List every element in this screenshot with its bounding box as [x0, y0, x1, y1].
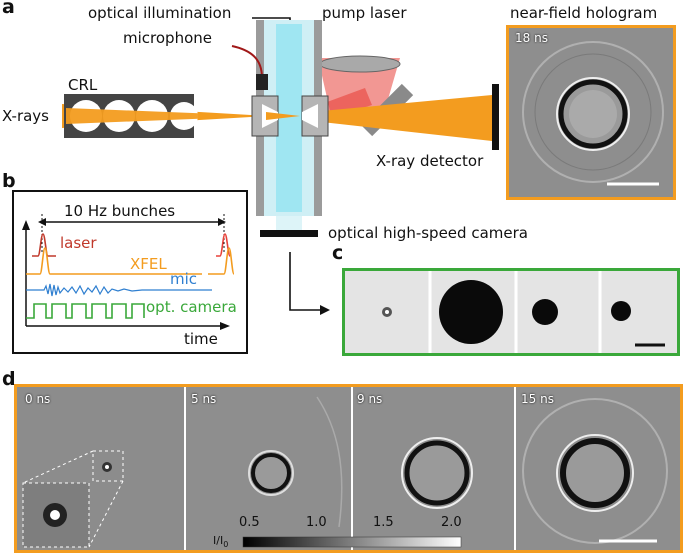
panel-letter-d: d — [2, 368, 16, 390]
microphone-label: microphone — [123, 29, 212, 47]
series-image — [17, 387, 668, 550]
xray-detector-bar — [492, 84, 499, 150]
mic-waveform — [26, 283, 212, 297]
crl-label: CRL — [68, 76, 98, 94]
xrays-label: X-rays — [2, 107, 49, 125]
camera-wave — [26, 303, 145, 319]
zoom-box-small — [92, 450, 124, 482]
series-time-15: 15 ns — [521, 392, 554, 406]
camera-beam — [276, 216, 302, 232]
timing-mic-label: mic — [170, 270, 198, 288]
xray-beam-focus — [266, 112, 300, 120]
pump-laser-label: pump laser — [322, 4, 407, 22]
series-time-5: 5 ns — [191, 392, 217, 406]
optical-illumination-label: optical illumination — [88, 4, 232, 22]
colorbar-label: I/I0 — [213, 534, 229, 550]
microphone-body — [256, 74, 268, 90]
microphone-cable — [231, 45, 263, 79]
hologram-frame: 18 ns — [506, 25, 676, 200]
hologram-image — [522, 41, 664, 186]
xfel-pulse-2 — [208, 247, 235, 275]
colorbar-tick-1: 1.0 — [306, 515, 327, 530]
colorbar-tick-2: 1.5 — [373, 515, 394, 530]
panel-letter-c: c — [332, 242, 344, 264]
timing-laser-label: laser — [60, 234, 97, 252]
timing-title: 10 Hz bunches — [64, 202, 176, 220]
camera-frames — [342, 268, 680, 356]
camera-frames-image — [382, 271, 665, 353]
series-time-0: 0 ns — [25, 392, 51, 406]
pump-laser-lens — [319, 55, 401, 73]
panel-letter-b: b — [2, 170, 16, 192]
timing-diagram — [22, 214, 235, 330]
colorbar — [242, 536, 462, 548]
panel-letter-a: a — [2, 0, 15, 18]
series-time-9: 9 ns — [357, 392, 383, 406]
colorbar-tick-3: 2.0 — [441, 515, 462, 530]
xfel-line — [26, 247, 202, 275]
xray-beam-through-crl — [66, 108, 268, 124]
hologram-time: 18 ns — [515, 31, 548, 45]
series-frame: 0 ns 5 ns 9 ns 15 ns 0.5 1.0 1.5 2.0 I/I… — [14, 384, 683, 553]
frame-bubble-large — [439, 280, 503, 344]
camera-to-c-arrowhead — [320, 305, 330, 315]
near-field-hologram-label: near-field hologram — [510, 4, 658, 22]
timing-diagram-box — [12, 190, 248, 354]
optical-camera-body — [260, 230, 318, 237]
colorbar-tick-0: 0.5 — [239, 515, 260, 530]
window-right-diamond — [302, 104, 318, 128]
timing-camera-label: opt. camera — [146, 298, 237, 316]
camera-to-c-arrow — [289, 252, 322, 311]
xray-beam-diverging — [268, 95, 492, 141]
timing-time-label: time — [184, 330, 218, 348]
timing-xfel-label: XFEL — [130, 255, 167, 273]
xray-detector-label: X-ray detector — [376, 152, 484, 170]
optical-camera-label: optical high-speed camera — [328, 224, 528, 242]
